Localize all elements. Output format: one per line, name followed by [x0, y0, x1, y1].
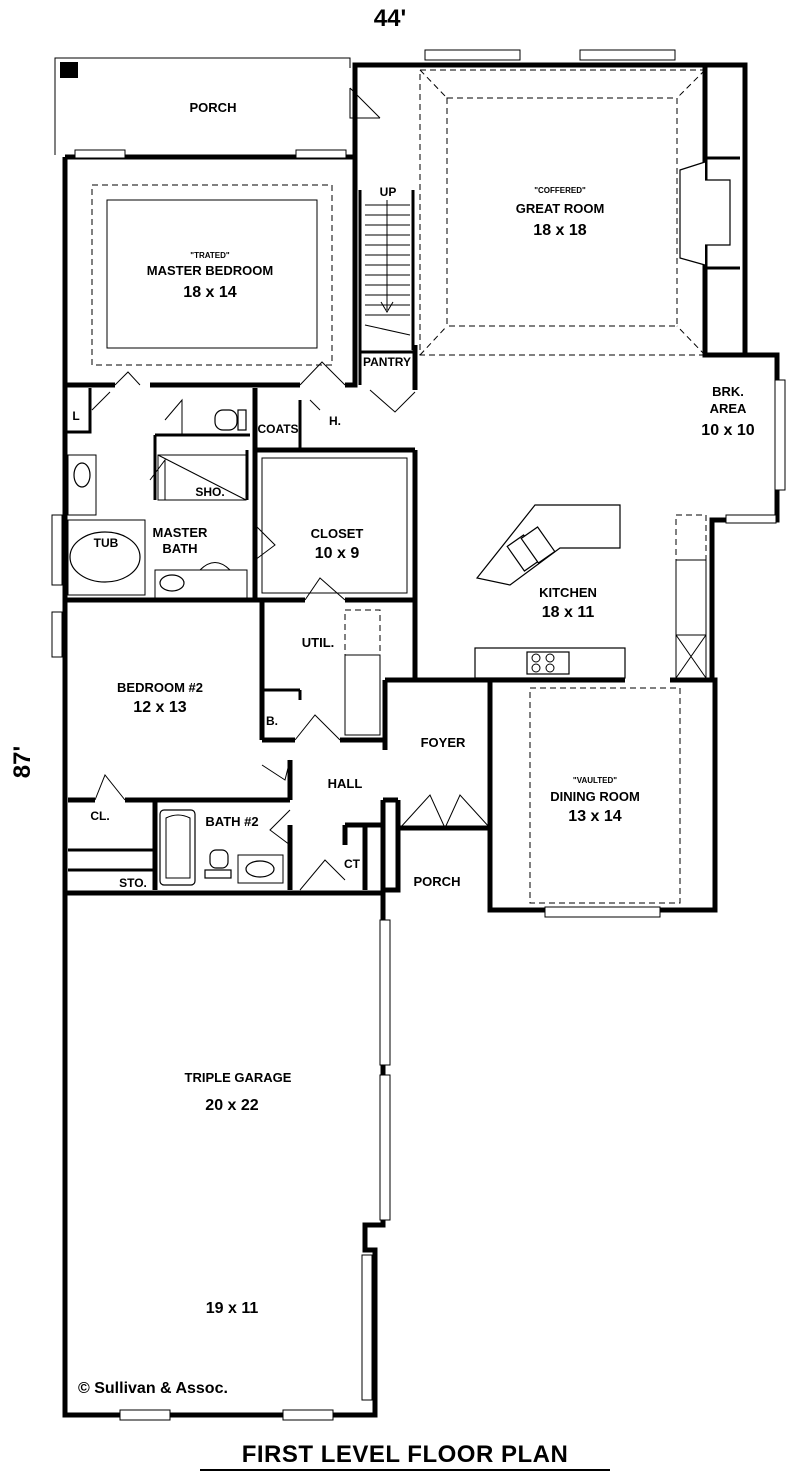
fixtures [67, 409, 707, 886]
stairs-up-label: UP [380, 185, 397, 199]
brk-area-size: 10 x 10 [701, 422, 754, 439]
bench-label: B. [266, 714, 278, 728]
dining-room-label: DINING ROOM [550, 789, 640, 804]
fireplace [679, 156, 740, 270]
master-bedroom-note: "TRATED" [190, 251, 230, 260]
kitchen-label: KITCHEN [539, 585, 597, 600]
coat-closet-label: CT [344, 857, 361, 871]
great-room-note: "COFFERED" [534, 186, 586, 195]
staircase [364, 200, 411, 336]
master-bath-label-1: MASTER [153, 525, 209, 540]
brk-area-label-1: BRK. [712, 384, 744, 399]
garage-label: TRIPLE GARAGE [185, 1070, 292, 1085]
ceiling-details [91, 69, 706, 904]
exterior-walls [54, 57, 780, 1418]
windows [51, 49, 786, 1421]
great-room-size: 18 x 18 [533, 222, 586, 239]
copyright-notice: © Sullivan & Assoc. [78, 1380, 228, 1397]
master-bedroom-label: MASTER BEDROOM [147, 263, 273, 278]
dining-room-size: 13 x 14 [568, 808, 621, 825]
garage-bay-size: 19 x 11 [206, 1300, 259, 1317]
pantry-label: PANTRY [363, 355, 411, 369]
doors [91, 87, 491, 891]
storage-label: STO. [119, 876, 147, 890]
coats-closet-label: COATS [257, 422, 298, 436]
linen-closet-label: L [72, 409, 79, 423]
great-room-label: GREAT ROOM [516, 201, 605, 216]
brk-area-label-2: AREA [710, 401, 747, 416]
bath2-label: BATH #2 [205, 814, 258, 829]
kitchen-size: 18 x 11 [542, 604, 595, 621]
closet-size: 10 x 9 [315, 545, 360, 562]
hall-label: HALL [328, 776, 363, 791]
bedroom2-label: BEDROOM #2 [117, 680, 203, 695]
porch-top-label: PORCH [190, 100, 237, 115]
utility-label: UTIL. [302, 635, 335, 650]
master-bath-label-2: BATH [162, 541, 197, 556]
plan-title: FIRST LEVEL FLOOR PLAN [242, 1441, 569, 1468]
depth-dimension: 87' [9, 746, 36, 778]
porch-front-label: PORCH [414, 874, 461, 889]
half-bath-label: H. [329, 414, 341, 428]
garage-size: 20 x 22 [205, 1097, 258, 1114]
interior-walls [65, 65, 745, 893]
foyer-label: FOYER [421, 735, 466, 750]
closet-label: CLOSET [311, 526, 364, 541]
width-dimension: 44' [374, 5, 406, 32]
dining-room-note: "VAULTED" [573, 776, 617, 785]
master-bedroom-size: 18 x 14 [183, 284, 236, 301]
shower-label: SHO. [195, 485, 224, 499]
bedroom2-size: 12 x 13 [133, 699, 186, 716]
closet-small-label: CL. [90, 809, 109, 823]
tub-label: TUB [94, 536, 119, 550]
